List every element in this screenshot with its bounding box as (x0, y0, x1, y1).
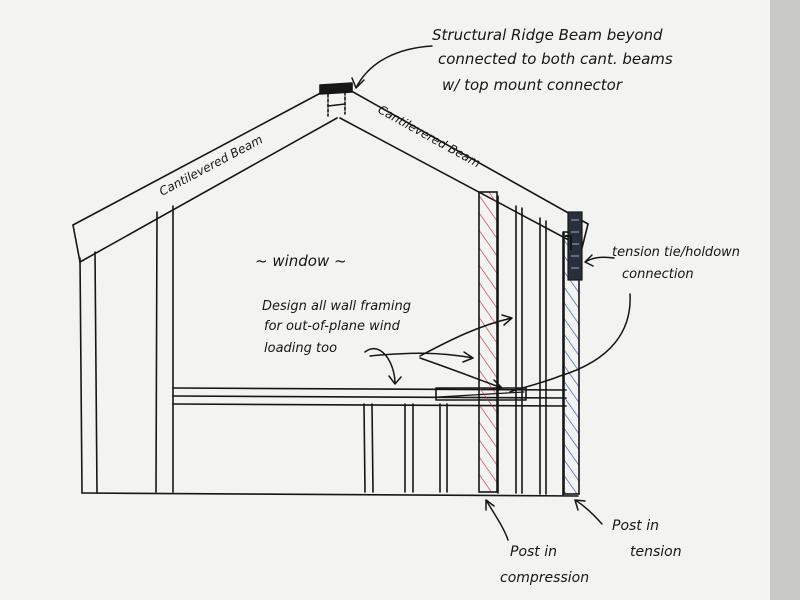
tie-note-line-1: tension tie/holdown (612, 245, 740, 260)
ridge-note-line-2: connected to both cant. beams (438, 50, 673, 68)
window-sill (172, 387, 567, 407)
ridge-leader-arrow (351, 45, 433, 89)
design-note-line-3: loading too (264, 341, 337, 356)
design-note-line-2: for out-of-plane wind (264, 319, 401, 334)
compression-note-line-2: compression (500, 570, 589, 586)
design-leader-arrow-4 (419, 357, 503, 390)
design-leader-arrow-1 (364, 347, 402, 385)
tension-note-line-1: Post in (612, 518, 659, 534)
ridge-note-line-3: w/ top mount connector (442, 76, 623, 94)
compression-note-line-1: Post in (510, 544, 557, 560)
left-cantilevered-beam (72, 87, 338, 263)
connection-leader (509, 293, 631, 393)
design-note-line-1: Design all wall framing (262, 299, 411, 314)
compression-post (478, 191, 498, 493)
tie-note-line-2: connection (622, 267, 694, 282)
ridge-beam-connector (319, 82, 353, 117)
lower-studs (363, 403, 448, 493)
ridge-note-line-1: Structural Ridge Beam beyond (432, 26, 663, 44)
holdown-connector (565, 211, 583, 281)
right-studs (497, 195, 564, 496)
bottom-plate (81, 492, 579, 497)
holdown-leader-arrow (584, 254, 615, 267)
paper-sheet (0, 0, 770, 600)
window-label: ~ window ~ (255, 252, 347, 270)
tension-leader-arrow (574, 499, 603, 525)
design-leader-arrow-3 (419, 314, 513, 357)
compression-leader-arrow (485, 499, 509, 541)
tension-note-line-2: tension (630, 544, 682, 560)
left-wall-framing (79, 205, 174, 494)
